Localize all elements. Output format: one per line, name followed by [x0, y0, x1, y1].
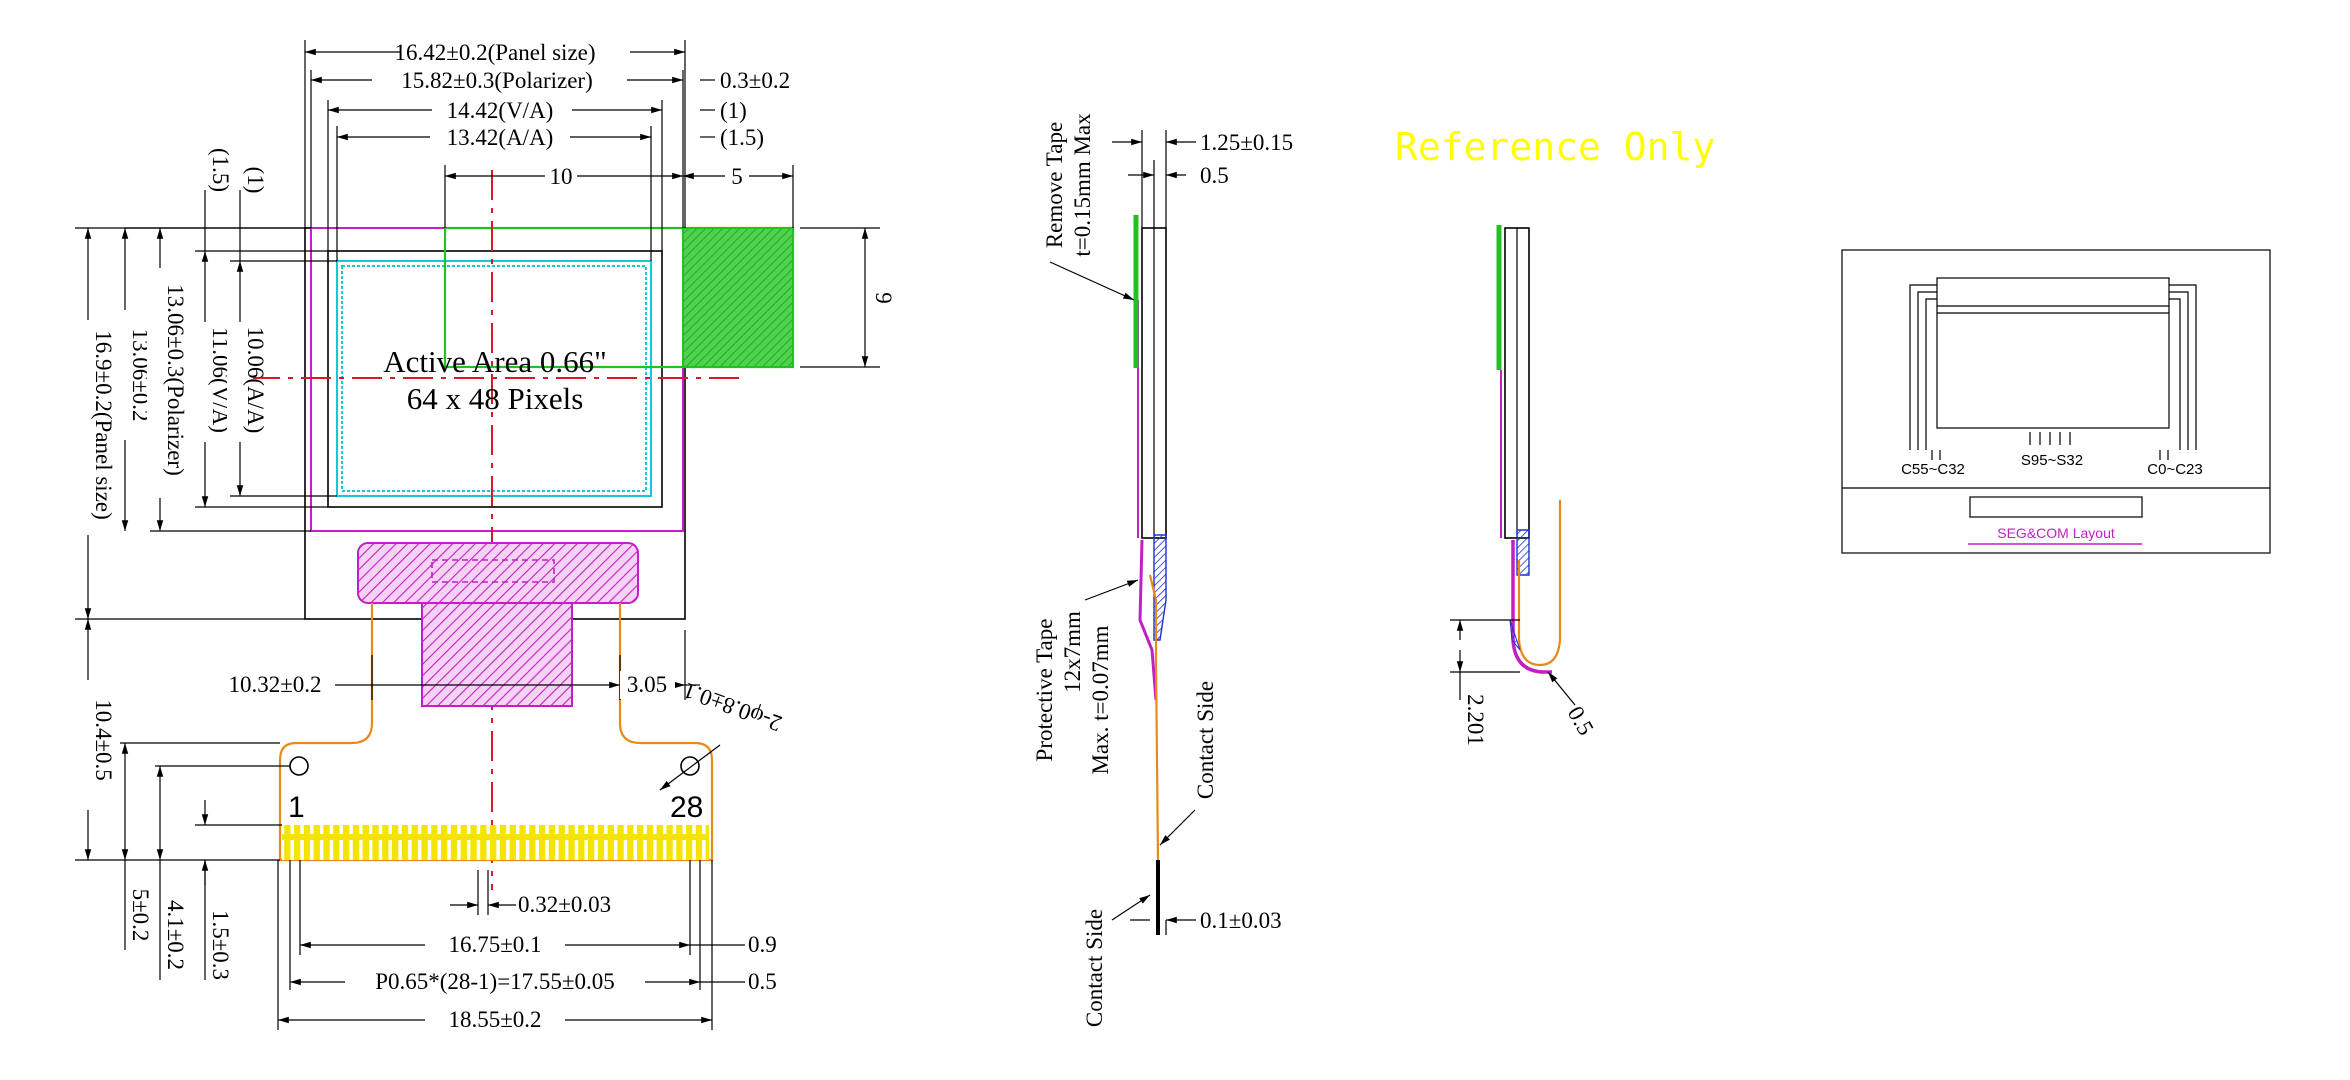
- layout-connector: [1969, 496, 2143, 518]
- dim-1-vertical: (1): [243, 167, 268, 194]
- protective-tape-size: 12x7mm: [1060, 611, 1085, 693]
- dim-1: (1): [720, 98, 747, 123]
- dim-polarizer-height: 13.06±0.3(Polarizer): [163, 284, 188, 475]
- dim-0-5: 0.5: [748, 969, 777, 994]
- pin-28-label: 28: [670, 791, 703, 824]
- dim-9: 9: [871, 292, 896, 304]
- contact-pads: [282, 825, 709, 860]
- dim-aa-width: 13.42(A/A): [447, 125, 554, 150]
- remove-tape-thickness: t=0.15mm Max: [1070, 113, 1095, 257]
- dim-polarizer-width: 15.82±0.3(Polarizer): [401, 68, 592, 93]
- dim-5-vertical: 5±0.2: [128, 889, 153, 942]
- dim-aa-height: 10.06(A/A): [243, 327, 268, 434]
- layout-traces: [1909, 284, 2197, 460]
- alignment-hole-left: [289, 756, 309, 776]
- dim-5: 5: [731, 164, 743, 189]
- tape-tab: [682, 227, 794, 368]
- dim-3-05: 3.05: [627, 672, 667, 697]
- dim-0-9: 0.9: [748, 932, 777, 957]
- dim-0-3: 0.3±0.2: [720, 68, 790, 93]
- dim-1-5-vertical: (1.5): [208, 148, 233, 192]
- alignment-hole-right: [680, 756, 700, 776]
- dim-va-width: 14.42(V/A): [447, 98, 554, 123]
- dim-10: 10: [550, 164, 573, 189]
- dim-panel-width: 16.42±0.2(Panel size): [394, 40, 595, 65]
- dim-1-25: 1.25±0.15: [1200, 130, 1293, 155]
- layout-mid-label: S95~S32: [2021, 452, 2083, 469]
- dim-1-5-bottom: 1.5±0.3: [208, 910, 233, 980]
- dim-fpc-width: 10.32±0.2: [228, 672, 321, 697]
- front-view: Active Area 0.66" 64 x 48 Pixels 1 28: [72, 38, 896, 1033]
- pixels-label: 64 x 48 Pixels: [407, 381, 584, 416]
- bent-view: 2.201 0.5: [1450, 225, 1599, 746]
- dim-4-1: 4.1±0.2: [163, 900, 188, 970]
- fpc-neck-stiffener: [421, 602, 573, 707]
- layout-frame: [1841, 249, 2271, 554]
- reference-only-label: Reference Only: [1395, 125, 1715, 169]
- dim-0-5-side: 0.5: [1200, 163, 1229, 188]
- active-area-outer: [336, 260, 652, 497]
- dim-tail-length: 10.4±0.5: [91, 699, 116, 781]
- bent-fpc: [1517, 500, 1562, 667]
- layout-right-label: C0~C23: [2147, 461, 2202, 478]
- side-view: 1.25±0.15 0.5 0.1±0.03 Remove Tape t=0.1…: [1032, 113, 1293, 1027]
- pin-1-label: 1: [288, 791, 305, 824]
- dim-hole: 2-φ0.8±0.1: [680, 678, 785, 737]
- layout-caption: SEG&COM Layout: [1997, 525, 2115, 541]
- dim-0-5-bent: 0.5: [1563, 702, 1599, 739]
- contact-side-upper: Contact Side: [1193, 681, 1218, 799]
- dim-panel-height: 16.9±0.2(Panel size): [91, 330, 116, 520]
- contact-side-lower: Contact Side: [1082, 909, 1107, 1027]
- driver-ic-inner: [431, 559, 555, 583]
- dim-1-5: (1.5): [720, 125, 764, 150]
- remove-tape-label: Remove Tape: [1042, 122, 1067, 248]
- seg-com-layout: C55~C32 S95~S32 C0~C23 SEG&COM Layout: [1841, 249, 2271, 554]
- side-protective-tape: [1138, 539, 1158, 701]
- polarizer-outline: [310, 227, 684, 532]
- layout-panel: [1936, 277, 2170, 429]
- dim-0-1: 0.1±0.03: [1200, 908, 1282, 933]
- dim-tail-width: 18.55±0.2: [448, 1007, 541, 1032]
- bent-sealant-lower: [1509, 619, 1521, 651]
- dim-pad-width: 0.32±0.03: [518, 892, 611, 917]
- protective-tape-label: Protective Tape: [1032, 619, 1057, 762]
- protective-tape-thickness: Max. t=0.07mm: [1088, 625, 1113, 774]
- side-fpc: [1148, 574, 1160, 861]
- dim-pad-span: 16.75±0.1: [448, 932, 541, 957]
- dim-2-201: 2.201: [1463, 694, 1488, 746]
- layout-left-label: C55~C32: [1901, 461, 1965, 478]
- dim-pitch-total: P0.65*(28-1)=17.55±0.05: [375, 969, 615, 994]
- driver-ic: [357, 542, 639, 604]
- active-area-label: Active Area 0.66": [383, 344, 607, 379]
